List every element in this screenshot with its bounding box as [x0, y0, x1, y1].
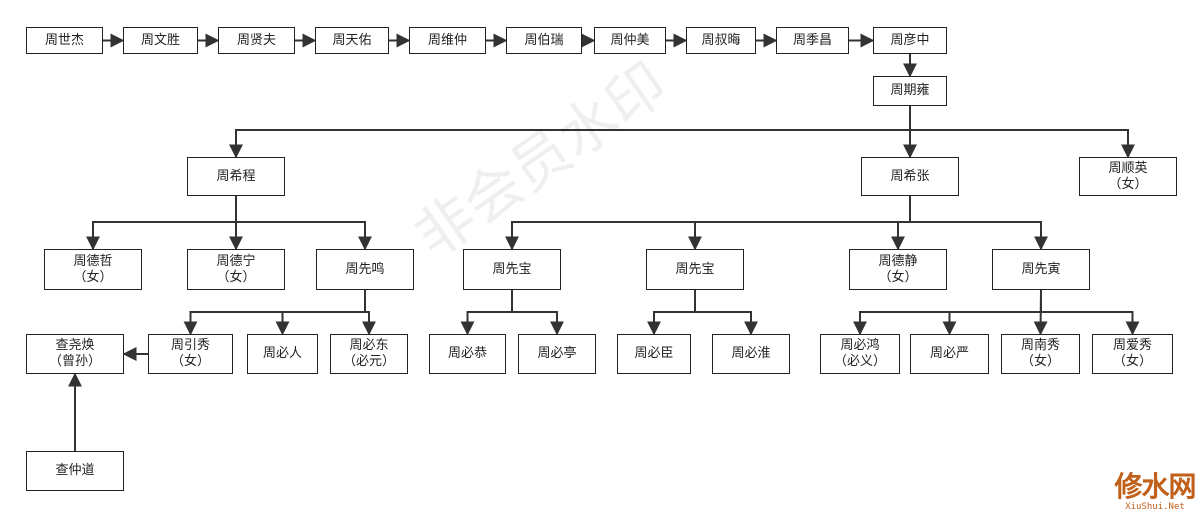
person-name: 周爱秀: [1112, 338, 1152, 353]
edge-xm-to-bd: [362, 290, 376, 336]
person-name: 周顺英: [1108, 160, 1148, 176]
person-node-bg: 周必恭: [429, 334, 506, 374]
person-node-n3: 周贤夫: [218, 27, 295, 54]
person-node-n9: 周季昌: [776, 27, 849, 54]
person-node-xb2: 周先宝: [646, 249, 744, 290]
person-name: 查尧焕: [55, 338, 95, 353]
person-note: （女）: [1020, 354, 1060, 369]
person-note: （女）: [1108, 176, 1148, 192]
person-note: （女）: [878, 269, 918, 285]
person-note: （曾孙）: [48, 354, 101, 369]
person-name: 周德哲: [73, 253, 113, 269]
logo-main-text: 修水网: [1114, 470, 1196, 503]
person-name: 周引秀: [170, 338, 210, 353]
person-name: 周希张: [890, 168, 930, 184]
person-node-xb1: 周先宝: [463, 249, 561, 290]
person-note: （女）: [170, 354, 210, 369]
person-note: （必元）: [342, 354, 395, 369]
person-node-bt: 周必亭: [518, 334, 596, 374]
person-name: 周维仲: [427, 32, 467, 48]
edge-qy-to-sy: [909, 106, 1135, 159]
person-name: 周先宝: [492, 261, 532, 277]
person-node-nx: 周南秀（女）: [1001, 334, 1080, 374]
person-node-xc: 周希程: [187, 157, 285, 196]
person-note: （女）: [73, 269, 113, 285]
person-name: 周文胜: [140, 32, 180, 48]
edge-xb1-to-bt: [511, 290, 564, 336]
person-node-xm: 周先鸣: [316, 249, 414, 290]
person-name: 周期雍: [890, 83, 930, 98]
person-node-qy: 周期雍: [873, 76, 947, 106]
person-name: 周必人: [262, 346, 302, 361]
person-name: 周必淮: [731, 346, 771, 361]
person-node-n8: 周叔晦: [686, 27, 756, 54]
person-node-ax: 周爱秀（女）: [1092, 334, 1173, 374]
edge-xy-to-ax: [1040, 290, 1140, 336]
edge-xz-to-xy: [909, 196, 1048, 251]
person-name: 查仲道: [55, 463, 95, 478]
person-name: 周南秀: [1020, 338, 1060, 353]
person-node-n5: 周维仲: [409, 27, 486, 54]
person-node-xy: 周先寅: [992, 249, 1090, 290]
person-node-zd: 查仲道: [26, 451, 124, 491]
person-name: 周仲美: [610, 32, 650, 48]
person-node-n6: 周伯瑞: [506, 27, 582, 54]
edge-xz-to-xb2: [688, 196, 911, 251]
person-node-n1: 周世杰: [26, 27, 103, 54]
person-name: 周天佑: [332, 32, 372, 48]
person-name: 周必鸿: [840, 338, 880, 353]
person-name: 周希程: [216, 168, 256, 184]
person-name: 周德宁: [216, 253, 256, 269]
edge-xb2-to-bc: [647, 290, 696, 336]
edge-xz-to-dj: [891, 196, 911, 251]
person-name: 周必恭: [447, 346, 487, 361]
person-name: 周必东: [349, 338, 389, 353]
person-name: 周先鸣: [345, 261, 385, 277]
person-node-dj: 周德静（女）: [849, 249, 947, 290]
person-name: 周先寅: [1021, 261, 1061, 277]
person-node-dn: 周德宁（女）: [187, 249, 285, 290]
person-name: 周世杰: [44, 32, 84, 48]
person-node-xz: 周希张: [861, 157, 959, 196]
person-node-bh: 周必鸿（必义）: [820, 334, 900, 374]
person-note: （女）: [1112, 354, 1152, 369]
person-node-bd: 周必东（必元）: [330, 334, 408, 374]
person-name: 周必严: [929, 346, 969, 361]
person-node-n10: 周彦中: [873, 27, 947, 54]
edge-xb1-to-bg: [460, 290, 513, 336]
person-node-bc: 周必臣: [617, 334, 691, 374]
person-node-dz: 周德哲（女）: [44, 249, 142, 290]
person-name: 周彦中: [890, 32, 930, 48]
person-name: 周贤夫: [236, 32, 276, 48]
edge-xb2-to-bz: [694, 290, 758, 336]
person-note: （必义）: [833, 354, 886, 369]
person-node-n2: 周文胜: [123, 27, 198, 54]
person-node-n4: 周天佑: [315, 27, 389, 54]
person-name: 周必臣: [634, 346, 674, 361]
edge-xc-to-xm: [235, 196, 372, 251]
person-node-yx: 周引秀（女）: [148, 334, 233, 374]
logo-sub-text: XiuShui.Net: [1125, 502, 1185, 512]
person-node-br: 周必人: [247, 334, 318, 374]
person-name: 周先宝: [675, 261, 715, 277]
person-name: 周必亭: [537, 346, 577, 361]
person-node-sy: 周顺英（女）: [1079, 157, 1177, 196]
edge-qy-to-xc: [229, 106, 911, 159]
person-node-yh: 查尧焕（曾孙）: [26, 334, 124, 374]
person-name: 周伯瑞: [524, 32, 564, 48]
person-name: 周季昌: [792, 32, 832, 48]
person-name: 周叔晦: [701, 32, 741, 48]
person-node-n7: 周仲美: [594, 27, 666, 54]
edge-xc-to-dz: [86, 196, 237, 251]
person-name: 周德静: [878, 253, 918, 269]
site-logo: 修水网 XiuShui.Net: [1112, 470, 1198, 513]
person-node-bz: 周必淮: [712, 334, 790, 374]
edge-xm-to-br: [275, 290, 366, 336]
edges-layer: [68, 33, 1140, 451]
person-node-by: 周必严: [910, 334, 989, 374]
edge-xy-to-by: [942, 290, 1042, 336]
person-note: （女）: [216, 269, 256, 285]
